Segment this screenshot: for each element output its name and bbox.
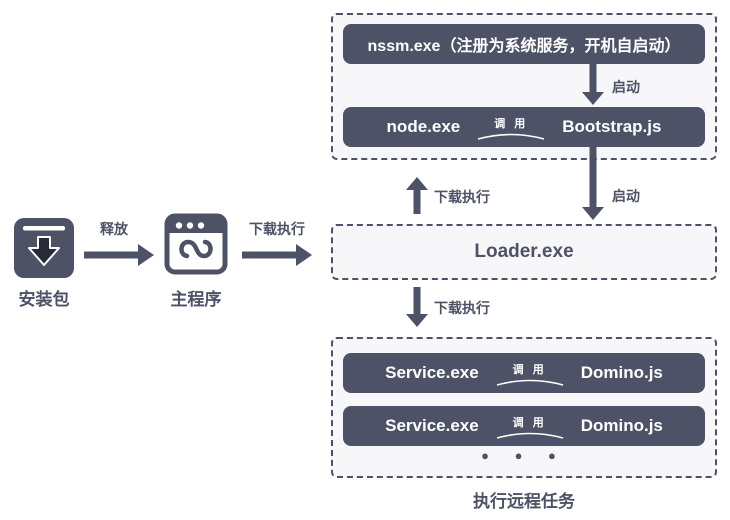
domino-js-text: Domino.js (580, 363, 663, 382)
package-download-icon (14, 218, 74, 278)
service-exe-text: Service.exe (385, 363, 479, 382)
main-program-label: 主程序 (170, 290, 222, 309)
bootstrap-js-text: Bootstrap.js (562, 117, 662, 136)
start-label-1: 启动 (612, 79, 640, 95)
start-arrow-down-1 (582, 64, 604, 105)
service-domino-box-1: Service.exe 调 用 Domino.js (343, 353, 705, 393)
node-bootstrap-box: node.exe 调 用 Bootstrap.js (343, 107, 705, 147)
nssm-text: nssm.exe（注册为系统服务，开机自启动） (367, 38, 681, 55)
installer-label: 安装包 (18, 290, 70, 309)
call-arc-icon (496, 379, 563, 386)
call-connector: 调 用 (495, 361, 565, 386)
call-connector: 调 用 (476, 115, 546, 140)
remote-tasks-caption: 执行远程任务 (473, 492, 575, 511)
download-exec-arrow-down (406, 287, 428, 327)
nssm-box: nssm.exe（注册为系统服务，开机自启动） (343, 24, 705, 64)
call-arc-icon (496, 432, 563, 439)
service-exe-text: Service.exe (385, 416, 479, 435)
app-window-script-icon (164, 213, 228, 275)
domino-js-text: Domino.js (580, 416, 663, 435)
download-exec-arrow-up (406, 177, 428, 214)
call-connector: 调 用 (495, 414, 565, 439)
call-label: 调 用 (512, 363, 547, 376)
drop-arrow-right (84, 244, 154, 266)
download-exec-arrow-right (242, 244, 312, 266)
start-label-2: 启动 (612, 188, 640, 204)
node-exe-text: node.exe (386, 117, 461, 136)
call-arc-icon (478, 133, 545, 140)
call-label: 调 用 (494, 117, 529, 130)
service-domino-box-2: Service.exe 调 用 Domino.js (343, 406, 705, 446)
more-services-ellipsis: ● ● ● (481, 448, 567, 463)
download-exec-arrow-label: 下载执行 (249, 221, 305, 237)
drop-arrow-label: 释放 (100, 221, 128, 237)
loader-box: Loader.exe (331, 224, 717, 280)
call-label: 调 用 (512, 416, 547, 429)
start-arrow-down-2 (582, 147, 604, 220)
loader-text: Loader.exe (474, 241, 574, 262)
download-label: 下载执行 (434, 300, 490, 316)
upload-label: 下载执行 (434, 189, 490, 205)
